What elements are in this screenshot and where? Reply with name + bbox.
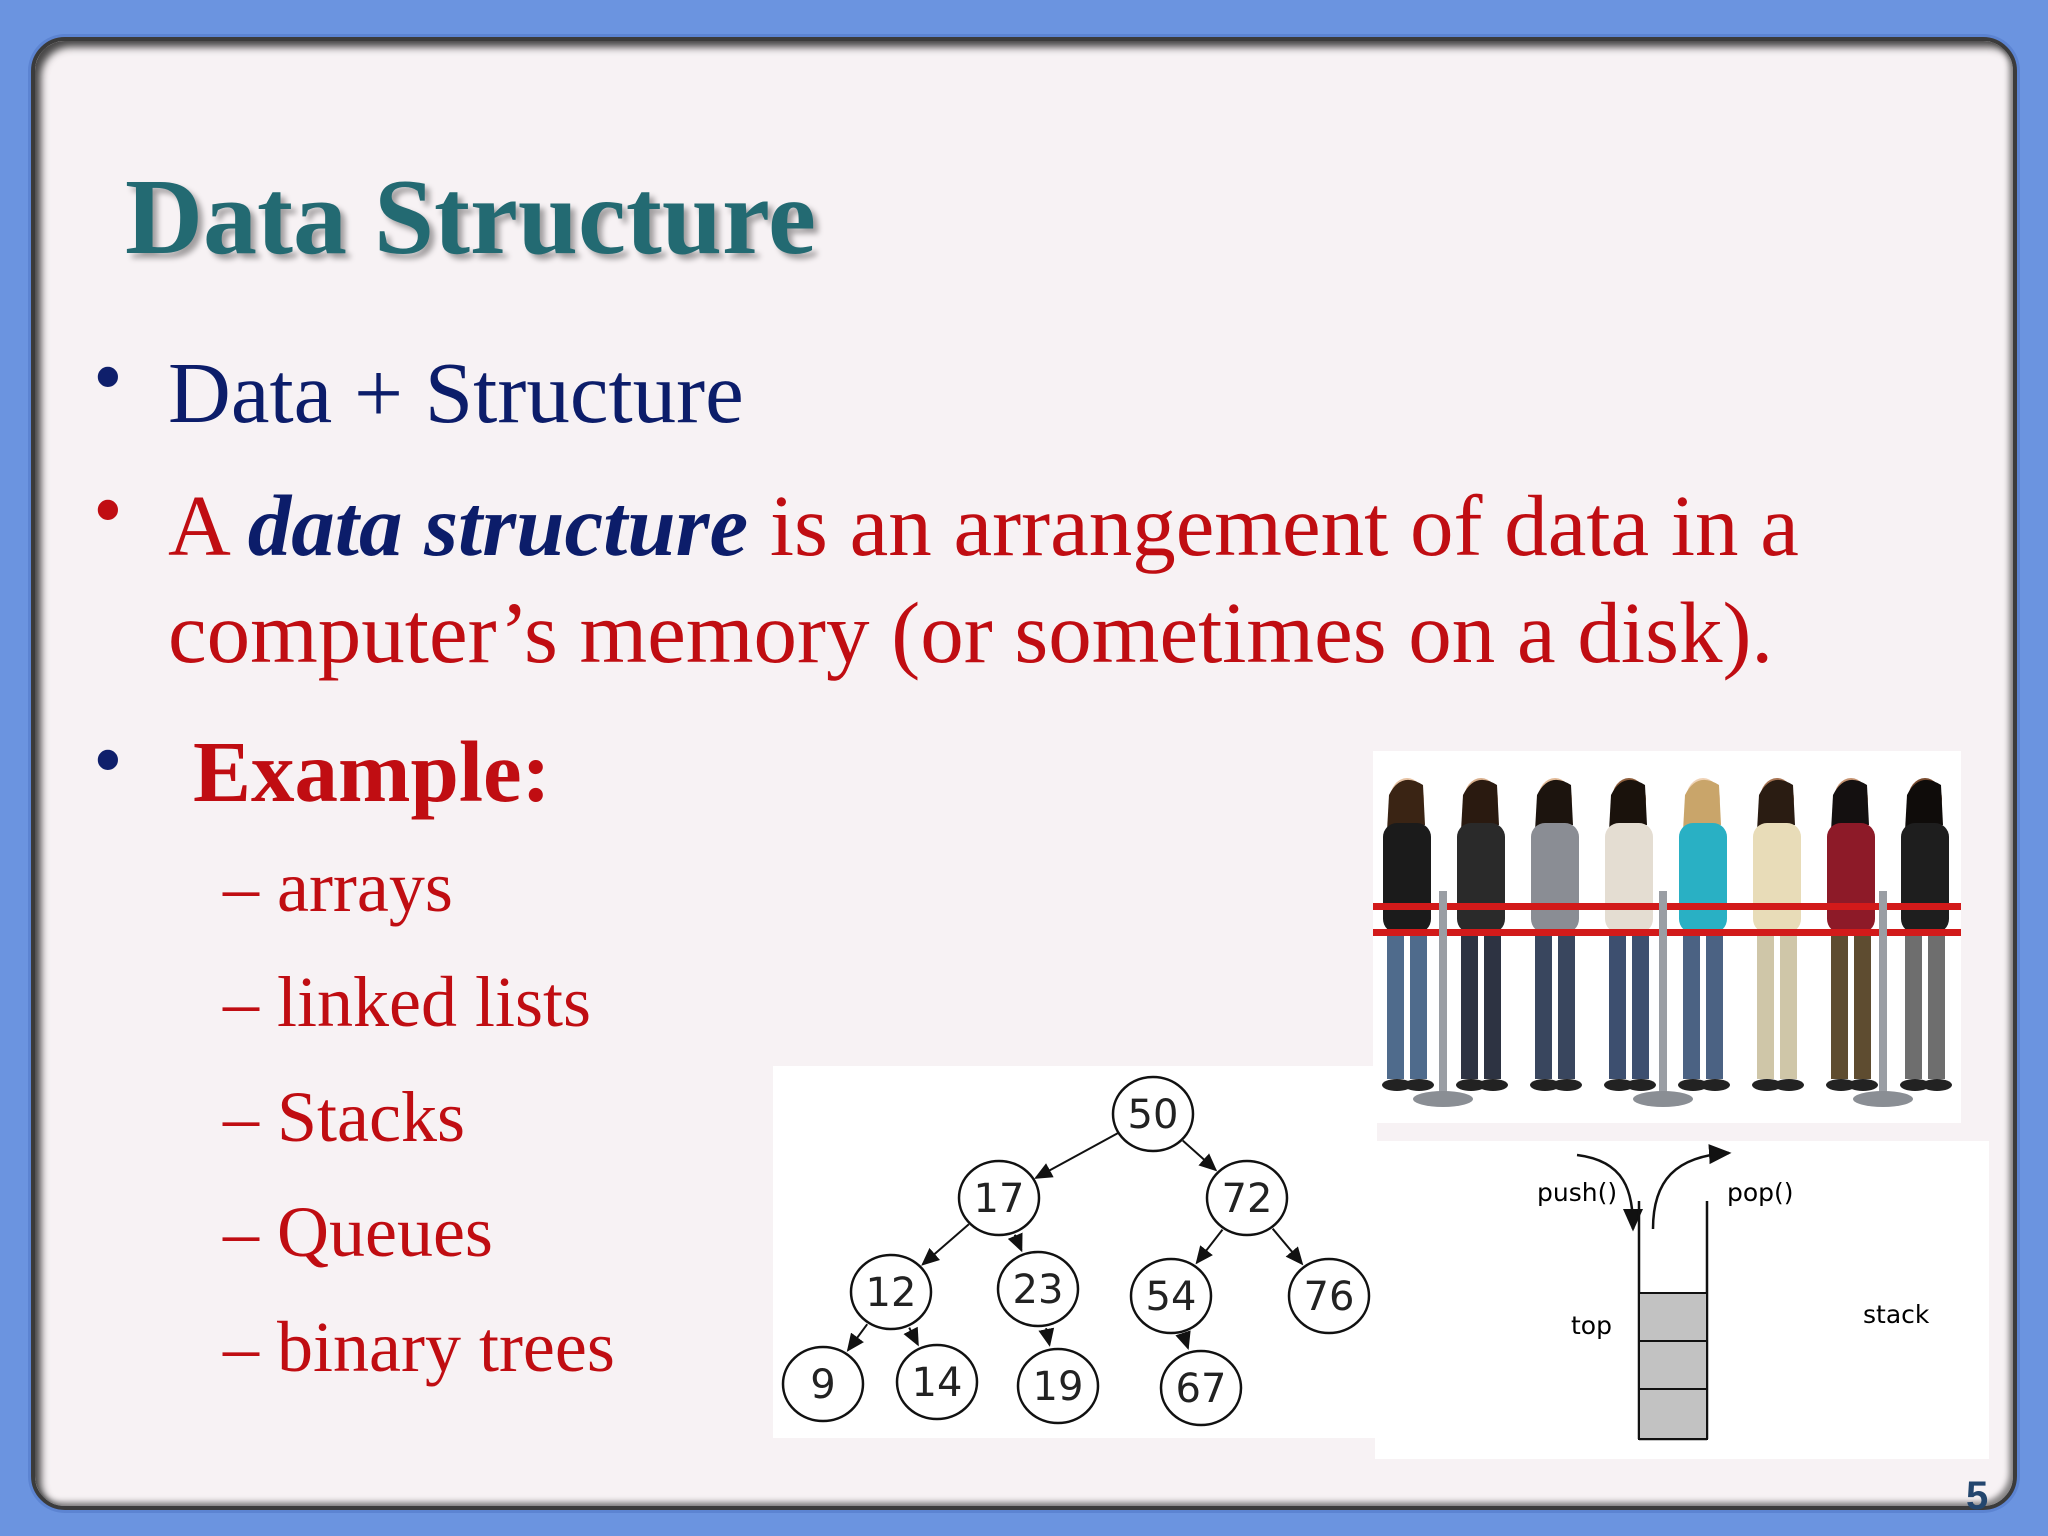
definition-prefix: A [168,477,248,574]
tree-node-value: 14 [912,1360,963,1406]
slide-frame: Data Structure • Data + Structure • A da… [31,37,2017,1518]
bullet-dot: • [93,713,123,807]
tree-node-value: 17 [974,1176,1025,1222]
stanchion-post [1853,891,1913,1107]
bullet-dot: • [93,330,123,424]
tree-edge-arrow [1195,1228,1224,1265]
tree-node-value: 76 [1304,1274,1355,1320]
example-item-linked-lists: –linked lists [223,962,592,1042]
pop-label: pop() [1727,1178,1794,1207]
tree-edge-arrow [921,1223,970,1266]
page-number: 5 [1966,1474,1989,1518]
bullet-data-plus-structure: Data + Structure [168,344,744,441]
tree-node-value: 9 [810,1362,835,1408]
stack-label: stack [1863,1300,1930,1329]
tree-node-value: 23 [1013,1267,1064,1313]
tree-edge-arrow [1182,1139,1218,1172]
bullet-example-heading: Example: [193,723,551,820]
tree-node-value: 12 [866,1270,917,1316]
tree-node: 76 [1287,1257,1371,1335]
tree-node: 72 [1205,1159,1289,1237]
pop-arrow [1651,1144,1732,1230]
bullet-definition: A data structure is an arrangement of da… [168,474,1799,578]
tree-node-value: 67 [1176,1366,1227,1412]
definition-line-2: computer’s memory (or sometimes on a dis… [168,584,1774,681]
tree-node: 67 [1159,1349,1243,1427]
stack-cell [1638,1388,1708,1440]
example-item-queues: –Queues [223,1192,493,1272]
tree-node: 17 [957,1159,1041,1237]
binary-tree-diagram: 50 17 72 12 23 54 76 9 14 19 67 [773,1066,1377,1438]
push-arrow [1576,1153,1643,1232]
tree-node: 14 [895,1343,979,1421]
tree-edge-arrow [903,1326,919,1347]
example-item-arrays: –arrays [223,847,453,927]
queue-person [1530,778,1582,1091]
stack-cell [1638,1292,1708,1342]
example-item-binary-trees: –binary trees [223,1307,615,1387]
tree-node-value: 72 [1222,1176,1273,1222]
tree-node: 12 [849,1253,933,1331]
top-label: top [1571,1311,1612,1340]
tree-node: 50 [1111,1075,1195,1153]
stack-cell [1638,1340,1708,1390]
tree-node-value: 54 [1146,1274,1197,1320]
tree-node-value: 19 [1033,1364,1084,1410]
tree-edge-arrow [1007,1232,1023,1253]
tree-node-value: 50 [1128,1092,1179,1138]
tree-edge-arrow [846,1323,869,1352]
tree-node: 19 [1016,1347,1100,1425]
stanchion-post [1413,891,1473,1107]
tree-edge-arrow [1175,1330,1191,1350]
slide-title: Data Structure [125,158,816,277]
tree-node: 9 [781,1345,865,1423]
stanchion-post [1633,891,1693,1107]
tree-node: 23 [996,1250,1080,1328]
stack-diagram: push() pop() top stack [1375,1141,1989,1459]
example-item-stacks: –Stacks [223,1077,465,1157]
definition-keyword: data structure [247,477,749,574]
tree-edge-arrow [1271,1228,1304,1266]
bullet-dot: • [93,463,123,557]
tree-node: 54 [1129,1257,1213,1335]
queue-people-photo [1373,751,1961,1123]
push-label: push() [1537,1178,1617,1207]
tree-edge-arrow [1038,1327,1055,1347]
tree-edge-arrow [1034,1132,1119,1179]
definition-suffix: is an arrangement of data in a [748,477,1799,574]
